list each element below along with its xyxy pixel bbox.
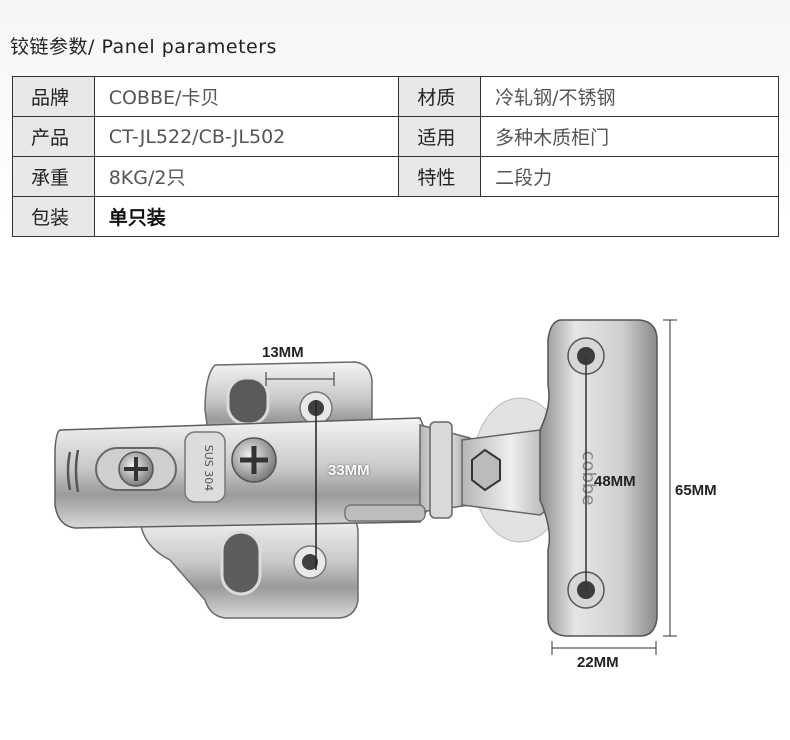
spec-value: COBBE/卡贝	[93, 76, 400, 117]
hinge-figure: SUS 304 cobbe	[0, 300, 790, 740]
engraving-plate: cobbe	[578, 451, 599, 506]
spec-value: 冷轧钢/不锈钢	[480, 76, 779, 117]
dim-48mm: 48MM	[594, 473, 636, 490]
page-title: 铰链参数/ Panel parameters	[10, 36, 277, 58]
screw-hole	[302, 554, 318, 570]
spec-label: 包装	[12, 196, 95, 237]
spec-label: 承重	[12, 156, 95, 197]
hinge-arm: SUS 304	[54, 417, 431, 529]
table-row: 承重 8KG/2只 特性 二段力	[12, 156, 779, 197]
dim-13mm: 13MM	[262, 344, 304, 361]
dim-33mm: 33MM	[328, 462, 370, 479]
spec-label: 品牌	[12, 76, 95, 117]
dimension-lines	[265, 319, 677, 655]
table-row: 包装 单只装	[12, 196, 780, 237]
table-row: 品牌 COBBE/卡贝 材质 冷轧钢/不锈钢	[12, 76, 779, 117]
hex-logo	[471, 448, 501, 492]
hinge-illustration: SUS 304 cobbe	[54, 319, 677, 655]
spec-value: CT-JL522/CB-JL502	[93, 116, 400, 157]
spec-label: 适用	[398, 116, 482, 157]
spec-value: 8KG/2只	[93, 156, 400, 197]
mounting-plate	[139, 514, 359, 619]
door-plate: cobbe	[539, 319, 658, 637]
spec-label: 特性	[398, 156, 482, 197]
spec-value: 二段力	[480, 156, 779, 197]
dim-65mm: 65MM	[675, 482, 717, 499]
grip-grooves	[66, 449, 80, 493]
engraving-cup: SUS 304	[202, 445, 215, 492]
hinge-linkage	[344, 421, 471, 522]
slot-hole	[220, 530, 262, 596]
dim-22mm: 22MM	[577, 654, 619, 671]
spec-table: 品牌 COBBE/卡贝 材质 冷轧钢/不锈钢 产品 CT-JL522/CB-JL…	[12, 76, 780, 237]
spec-value: 单只装	[93, 196, 780, 237]
spec-value: 多种木质柜门	[480, 116, 779, 157]
spec-label: 材质	[398, 76, 482, 117]
spec-label: 产品	[12, 116, 95, 157]
slot-hole	[226, 376, 270, 426]
table-row: 产品 CT-JL522/CB-JL502 适用 多种木质柜门	[12, 116, 779, 157]
